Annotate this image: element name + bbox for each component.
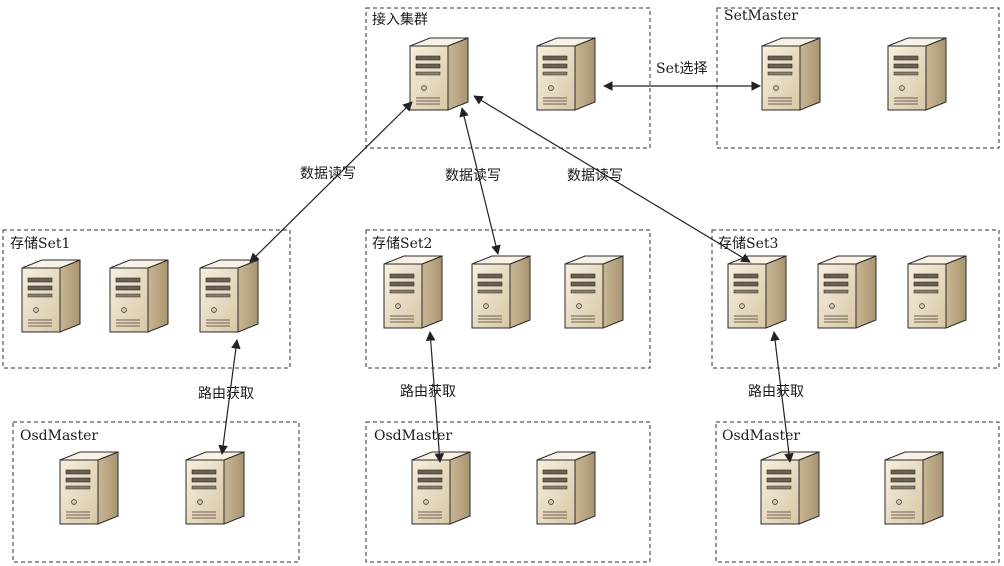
server-tower-icon xyxy=(760,451,820,525)
server-tower-icon xyxy=(383,255,443,329)
group-border xyxy=(365,7,651,149)
edge-rw-set1: 数据读写 xyxy=(249,101,413,263)
server-tower-icon xyxy=(471,255,531,329)
bidirectional-arrow xyxy=(770,331,794,463)
edge-set-select: Set选择 xyxy=(603,61,761,91)
server-tower-icon xyxy=(409,37,469,111)
group-label: OsdMaster xyxy=(374,428,452,444)
group-label: 接入集群 xyxy=(372,11,428,28)
bidirectional-arrow xyxy=(425,331,445,463)
group-access: 接入集群 xyxy=(365,7,651,149)
server-tower-icon xyxy=(564,255,624,329)
edge-rw-set2: 数据读写 xyxy=(445,107,501,255)
group-border xyxy=(12,421,300,563)
edge-label: Set选择 xyxy=(656,61,708,77)
group-label: OsdMaster xyxy=(722,428,800,444)
group-label: 存储Set2 xyxy=(372,236,432,252)
server-tower-icon xyxy=(185,451,245,525)
group-border xyxy=(365,421,651,563)
group-osd3: OsdMaster xyxy=(715,421,1000,563)
server-tower-icon xyxy=(21,259,81,333)
server-tower-icon xyxy=(817,255,877,329)
group-osd1: OsdMaster xyxy=(12,421,300,563)
group-label: SetMaster xyxy=(724,8,798,24)
server-tower-icon xyxy=(536,37,596,111)
edge-label: 路由获取 xyxy=(748,384,804,400)
bidirectional-arrow xyxy=(473,95,751,263)
group-set1: 存储Set1 xyxy=(2,229,291,369)
edge-label: 路由获取 xyxy=(198,386,254,402)
group-label: OsdMaster xyxy=(20,428,98,444)
server-tower-icon xyxy=(887,37,947,111)
group-border xyxy=(711,229,1000,369)
group-setmaster: SetMaster xyxy=(716,7,1000,149)
edge-label: 数据读写 xyxy=(445,167,501,184)
server-tower-icon xyxy=(199,259,259,333)
group-label: 存储Set3 xyxy=(718,236,778,252)
server-tower-icon xyxy=(761,37,821,111)
edge-rw-set3: 数据读写 xyxy=(473,95,751,263)
edge-route-set2: 路由获取 xyxy=(400,331,456,463)
group-border xyxy=(716,7,1000,149)
edge-label: 数据读写 xyxy=(567,167,623,184)
server-tower-icon xyxy=(411,451,471,525)
group-border xyxy=(715,421,1000,563)
group-label: 存储Set1 xyxy=(10,236,70,252)
edge-route-set3: 路由获取 xyxy=(748,331,804,463)
edge-label: 路由获取 xyxy=(400,384,456,400)
server-tower-icon xyxy=(727,255,787,329)
group-osd2: OsdMaster xyxy=(365,421,651,563)
server-tower-icon xyxy=(907,255,967,329)
server-tower-icon xyxy=(884,451,944,525)
server-tower-icon xyxy=(59,451,119,525)
server-tower-icon xyxy=(536,451,596,525)
edge-label: 数据读写 xyxy=(300,165,356,182)
bidirectional-arrow xyxy=(218,339,241,455)
server-tower-icon xyxy=(109,259,169,333)
bidirectional-arrow xyxy=(249,101,413,263)
edge-route-set1: 路由获取 xyxy=(198,339,254,455)
group-border xyxy=(2,229,291,369)
